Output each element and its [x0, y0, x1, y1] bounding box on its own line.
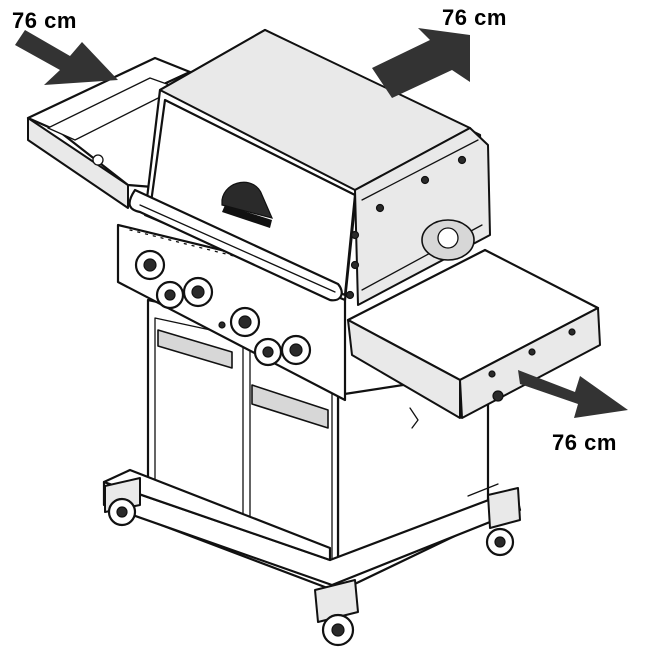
grill-lid [128, 28, 491, 306]
clearance-label-right: 76 cm [552, 430, 617, 455]
cart-base [102, 468, 522, 647]
knob-1 [134, 249, 166, 281]
knob-4 [229, 306, 261, 338]
knob-3 [182, 276, 214, 308]
caster-front-left [104, 477, 141, 527]
clearance-label-rear: 76 cm [442, 5, 507, 30]
arrow-right-up-icon [372, 28, 470, 98]
caster-front-right [314, 579, 359, 647]
knob-6 [280, 334, 312, 366]
knob-2 [155, 280, 185, 310]
arrow-right-down-icon [518, 370, 628, 418]
brand-logo-badge [221, 181, 274, 228]
knob-5 [253, 337, 283, 367]
left-door-handle [157, 329, 233, 369]
clearance-label-left: 76 cm [12, 8, 77, 33]
ignition-button [218, 321, 226, 329]
control-knobs [134, 249, 312, 367]
caster-rear-right [485, 487, 521, 557]
right-door-handle [251, 384, 329, 429]
arrow-left-up-icon [15, 30, 118, 85]
right-side-shelf [346, 248, 601, 429]
